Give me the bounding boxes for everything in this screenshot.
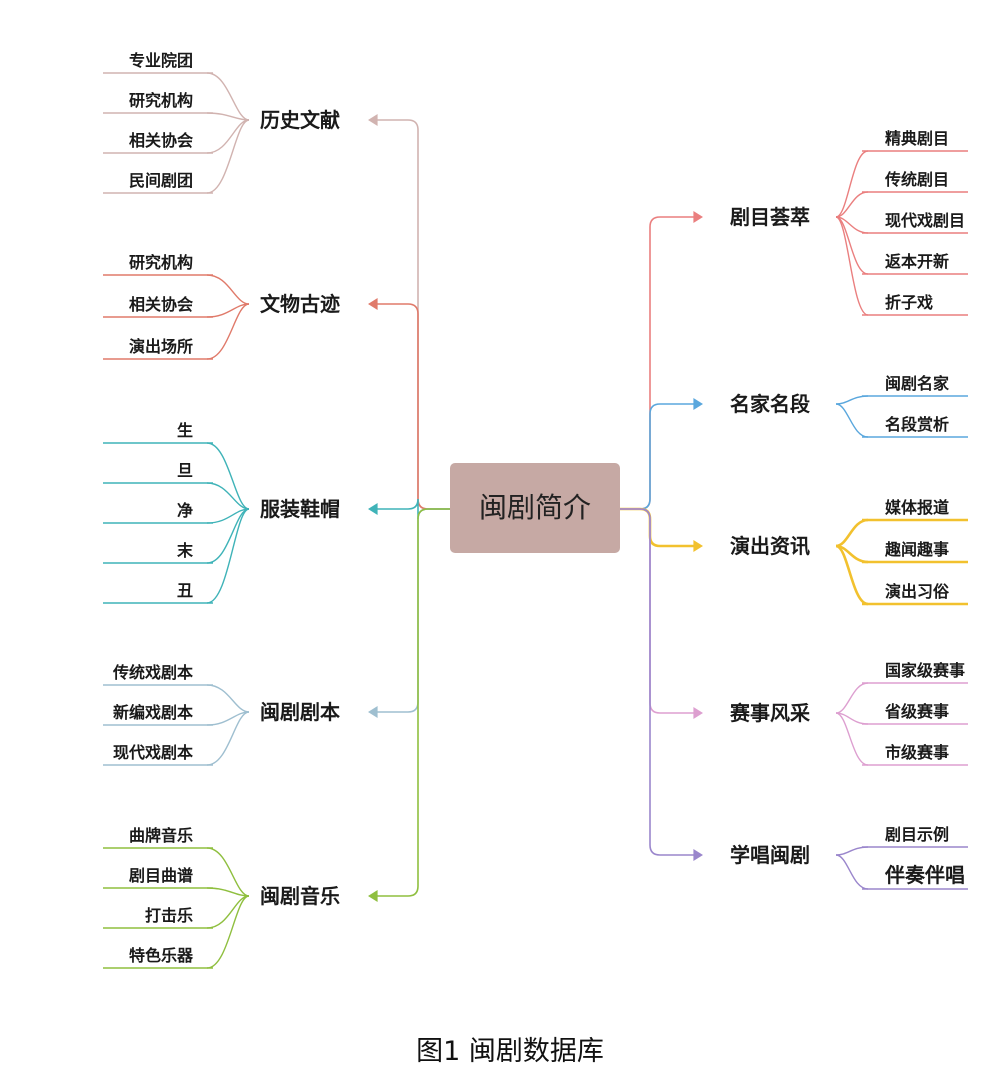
- root-node: 闽剧简介: [450, 463, 620, 553]
- leaf-label: 折子戏: [885, 293, 933, 312]
- leaf-label: 旦: [177, 461, 193, 480]
- leaf-label: 伴奏伴唱: [884, 863, 965, 887]
- leaf-label: 名段赏析: [885, 415, 949, 434]
- leaf-connector: [835, 854, 869, 890]
- leaf-label: 净: [177, 501, 193, 520]
- figure-caption: 图1 闽剧数据库: [416, 1036, 604, 1067]
- left-branch: [103, 508, 450, 766]
- left-branch: [103, 508, 450, 969]
- branch-label: 历史文献: [260, 108, 340, 132]
- leaf-label: 剧目示例: [885, 825, 949, 844]
- leaf-label: 国家级赛事: [885, 661, 965, 680]
- leaf-label: 省级赛事: [884, 702, 949, 721]
- branch-label: 闽剧音乐: [260, 884, 340, 908]
- leaf-label: 研究机构: [129, 253, 193, 272]
- branch-connector: [376, 508, 450, 897]
- leaf-label: 现代戏剧本: [113, 743, 193, 762]
- leaf-connector: [206, 847, 250, 897]
- leaf-label: 趣闻趣事: [884, 540, 949, 559]
- leaf-connector: [206, 303, 250, 360]
- leaf-label: 精典剧目: [885, 129, 949, 148]
- branch-connector: [620, 508, 695, 714]
- leaf-connector: [835, 403, 869, 438]
- branch-label: 服装鞋帽: [260, 497, 340, 521]
- leaf-label: 曲牌音乐: [129, 826, 193, 845]
- leaf-label: 专业院团: [129, 51, 193, 70]
- branch-label: 文物古迹: [260, 292, 340, 316]
- branch-connector: [376, 119, 450, 510]
- leaf-connector: [206, 72, 250, 121]
- leaf-label: 市级赛事: [885, 743, 949, 762]
- leaf-label: 丑: [177, 581, 193, 600]
- leaf-connector: [206, 482, 250, 510]
- leaf-connector: [206, 895, 250, 969]
- branch-label: 名家名段: [730, 392, 810, 416]
- branch-label: 剧目荟萃: [730, 205, 810, 229]
- leaf-connector: [835, 216, 869, 316]
- leaf-label: 传统戏剧本: [112, 663, 193, 682]
- leaf-label: 闽剧名家: [885, 374, 950, 393]
- leaf-connector: [835, 712, 869, 725]
- leaf-connector: [206, 274, 250, 305]
- leaf-label: 现代戏剧目: [885, 211, 965, 230]
- leaf-label: 演出习俗: [885, 582, 950, 601]
- root-label: 闽剧简介: [479, 491, 591, 524]
- leaf-connector: [835, 544, 869, 606]
- leaf-connector: [206, 303, 250, 318]
- leaf-label: 相关协会: [129, 295, 193, 314]
- leaf-label: 新编戏剧本: [113, 703, 193, 722]
- branch-label: 学唱闽剧: [730, 843, 810, 867]
- leaf-label: 媒体报道: [885, 498, 949, 517]
- leaf-label: 研究机构: [129, 91, 193, 110]
- leaf-connector: [835, 216, 869, 275]
- leaf-connector: [206, 508, 250, 604]
- branch-connector: [376, 303, 450, 510]
- branch-label: 闽剧剧本: [260, 700, 340, 724]
- branch-connector: [620, 216, 695, 510]
- leaf-connector: [835, 395, 869, 405]
- branch-connector: [620, 403, 695, 510]
- leaf-label: 返本开新: [885, 252, 949, 271]
- leaf-connector: [206, 119, 250, 194]
- branch-connector: [376, 508, 450, 713]
- right-branch: [620, 508, 968, 890]
- leaf-label: 民间剧团: [129, 171, 193, 190]
- leaf-connector: [835, 191, 869, 218]
- leaf-connector: [835, 518, 869, 548]
- leaf-label: 末: [177, 541, 194, 560]
- leaf-connector: [206, 711, 250, 726]
- left-branch: [103, 274, 450, 510]
- leaf-connector: [835, 846, 869, 856]
- leaf-label: 特色乐器: [129, 946, 194, 965]
- leaf-label: 打击乐: [145, 906, 193, 925]
- leaf-connector: [206, 711, 250, 766]
- leaf-connector: [835, 712, 869, 766]
- branch-connector: [620, 508, 695, 856]
- leaf-connector: [206, 508, 250, 564]
- leaf-label: 传统剧目: [884, 170, 949, 189]
- branch-label: 赛事风采: [729, 701, 810, 725]
- leaf-connector: [206, 684, 250, 713]
- leaf-connector: [835, 150, 869, 218]
- leaf-label: 相关协会: [129, 131, 193, 150]
- branch-connector: [620, 507, 695, 548]
- left-branch: [103, 442, 450, 604]
- branch-label: 演出资讯: [730, 534, 810, 558]
- leaf-label: 剧目曲谱: [129, 866, 193, 885]
- leaf-label: 演出场所: [129, 337, 193, 356]
- leaf-connector: [206, 442, 250, 510]
- leaf-label: 生: [177, 421, 193, 440]
- leaf-connector: [835, 682, 869, 714]
